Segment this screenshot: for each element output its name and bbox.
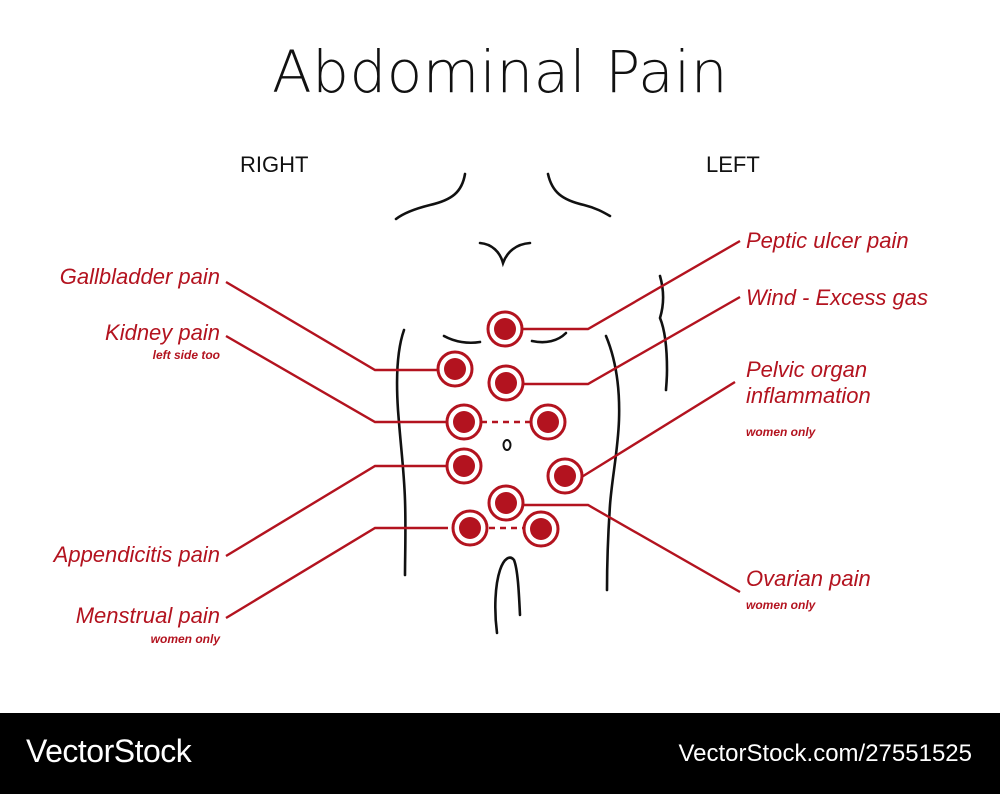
line-peptic xyxy=(522,239,741,331)
label-gallbladder: Gallbladder pain xyxy=(59,264,220,289)
line-ovarian xyxy=(522,503,741,594)
neck-right xyxy=(546,172,612,218)
marker-pelvic xyxy=(546,457,584,495)
line-appendicitis xyxy=(225,464,448,558)
groin xyxy=(494,556,522,635)
side-label-left: LEFT xyxy=(706,152,760,177)
line-gallbladder xyxy=(225,280,440,372)
sternum-notch xyxy=(478,241,532,268)
marker-kidney-left xyxy=(529,403,567,441)
body-left xyxy=(395,328,407,577)
line-pelvic xyxy=(579,380,736,480)
body-right xyxy=(604,334,621,592)
label-ovarian: Ovarian pain xyxy=(746,566,871,591)
note-menstrual: women only xyxy=(150,632,220,646)
label-pelvic-line2: inflammation xyxy=(746,383,871,408)
line-menstrual xyxy=(225,526,448,620)
marker-appendicitis xyxy=(445,447,483,485)
brand-logo: VectorStock xyxy=(26,733,192,769)
note-pelvic: women only xyxy=(746,425,816,439)
side-label-right: RIGHT xyxy=(240,152,309,177)
line-wind xyxy=(522,295,741,386)
dashed-links xyxy=(481,420,531,530)
marker-peptic xyxy=(486,310,524,348)
label-kidney: Kidney pain xyxy=(105,320,220,345)
page-title: Abdominal Pain xyxy=(271,38,729,106)
pain-markers xyxy=(436,310,584,548)
label-wind: Wind - Excess gas xyxy=(746,285,928,310)
leader-lines xyxy=(225,239,741,620)
marker-wind xyxy=(487,364,525,402)
navel xyxy=(502,439,512,451)
arm-right xyxy=(658,274,669,392)
note-ovarian: women only xyxy=(746,598,816,612)
label-pelvic-line1: Pelvic organ xyxy=(746,357,868,382)
torso-diagram xyxy=(225,172,741,635)
marker-gallbladder xyxy=(436,350,474,388)
line-kidney xyxy=(225,334,448,424)
neck-left xyxy=(394,172,467,221)
marker-menstrual-left xyxy=(522,510,560,548)
torso-outline xyxy=(394,172,669,635)
note-kidney: left side too xyxy=(152,348,220,362)
label-menstrual: Menstrual pain xyxy=(75,603,220,628)
image-reference: VectorStock.com/27551525 xyxy=(678,740,972,767)
marker-ovarian xyxy=(487,484,525,522)
label-peptic: Peptic ulcer pain xyxy=(746,228,909,253)
watermark-footer: VectorStock VectorStock.com/27551525 xyxy=(0,713,1000,794)
label-appendicitis: Appendicitis pain xyxy=(53,542,220,567)
marker-menstrual-right xyxy=(451,509,489,547)
rib-right xyxy=(530,331,568,344)
marker-kidney-right xyxy=(445,403,483,441)
rib-left xyxy=(442,334,482,345)
